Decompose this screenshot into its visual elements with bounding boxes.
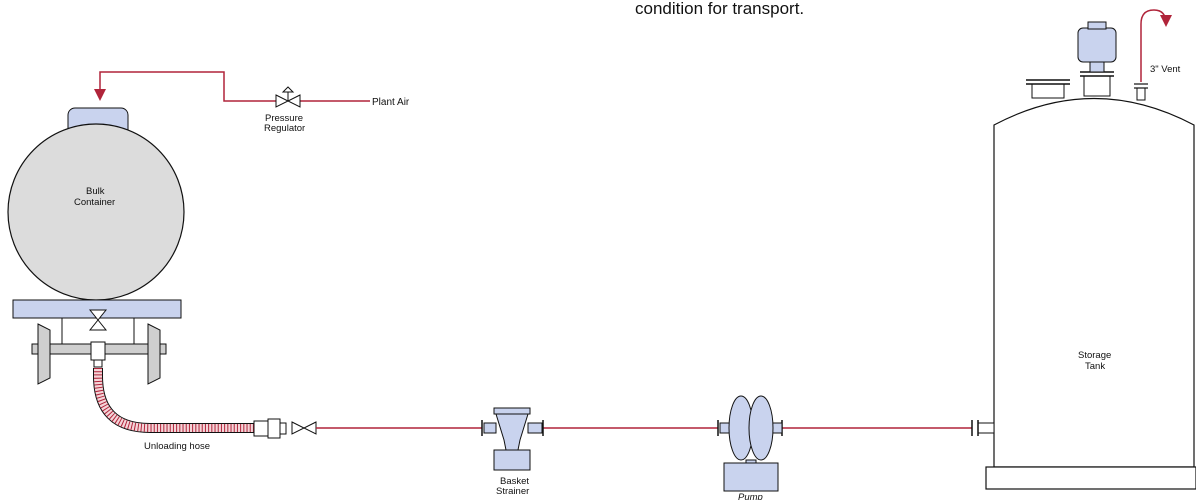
isolation-valve-icon[interactable] bbox=[291, 421, 317, 435]
pump-label: Pump bbox=[738, 492, 763, 500]
pump[interactable] bbox=[719, 395, 783, 492]
caption-text: condition for transport. bbox=[635, 0, 804, 18]
bulk-container-body bbox=[7, 123, 185, 301]
vent-label: 3" Vent bbox=[1150, 64, 1181, 75]
pressure-regulator-icon[interactable] bbox=[275, 86, 301, 108]
pressure-regulator-label-line2: Regulator bbox=[264, 123, 305, 134]
bulk-container[interactable] bbox=[7, 107, 185, 301]
bottom-outlet-valve-icon[interactable] bbox=[88, 309, 108, 331]
storage-tank-label-line1: Storage bbox=[1078, 350, 1111, 361]
basket-strainer[interactable] bbox=[483, 407, 543, 471]
hose-coupling bbox=[253, 418, 287, 439]
basket-strainer-label-line2: Strainer bbox=[496, 486, 529, 497]
bulk-container-label-line2: Container bbox=[74, 197, 115, 208]
vent-pipe bbox=[1134, 9, 1172, 101]
bulk-container-label-line1: Bulk bbox=[86, 186, 105, 197]
plant-air-label: Plant Air bbox=[372, 97, 410, 108]
outlet-coupling bbox=[90, 341, 106, 368]
basket-strainer-label-line1: Basket bbox=[500, 476, 529, 487]
unloading-hose-label: Unloading hose bbox=[144, 441, 210, 452]
plant-air-line bbox=[94, 71, 370, 102]
pressure-regulator-label-line1: Pressure bbox=[265, 113, 303, 124]
unloading-hose[interactable] bbox=[93, 368, 254, 433]
storage-tank-label-line2: Tank bbox=[1085, 361, 1105, 372]
storage-tank[interactable] bbox=[977, 71, 1196, 490]
agitator-motor-icon[interactable] bbox=[1077, 21, 1117, 73]
